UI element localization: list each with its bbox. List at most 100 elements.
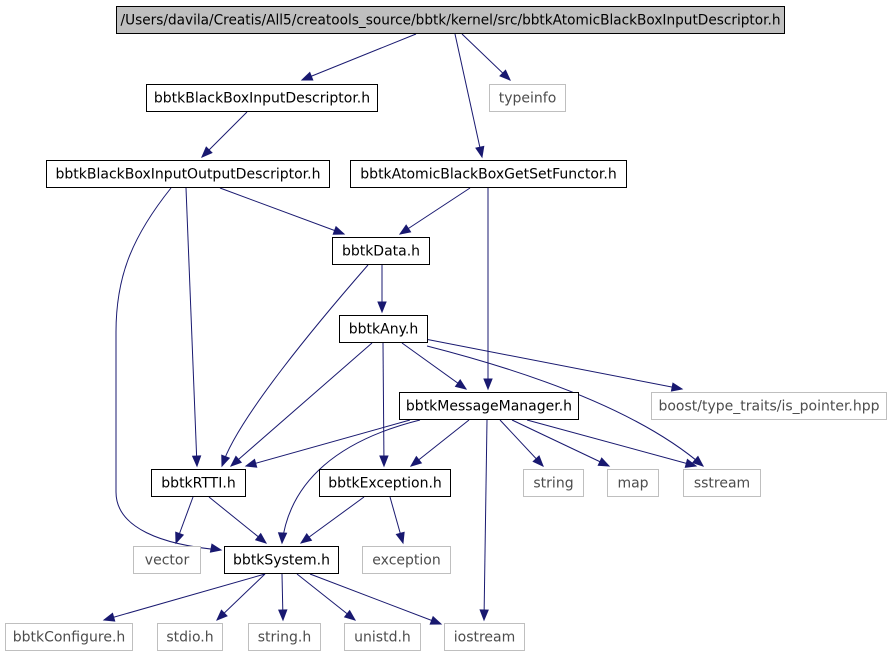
edge-line	[300, 496, 365, 544]
edge-arrowhead	[277, 532, 288, 545]
edge-arrowhead	[299, 532, 313, 544]
node-label: vector	[145, 553, 190, 569]
edge-line	[201, 111, 248, 158]
edge-arrowhead	[191, 455, 202, 468]
edge-arrowhead	[532, 455, 544, 467]
edges-layer	[102, 33, 705, 625]
edge-arrowhead	[216, 609, 228, 621]
node-exception: exception	[362, 546, 451, 574]
edge-line	[103, 573, 266, 621]
node-agsf[interactable]: bbtkAtomicBlackBoxGetSetFunctor.h	[350, 160, 627, 188]
edge-rtti-to-vector	[175, 496, 194, 545]
node-box	[350, 160, 627, 188]
edge-arrowhead	[175, 531, 185, 545]
node-conf: bbtkConfigure.h	[5, 623, 133, 651]
edge-root-to-agsf	[454, 33, 485, 159]
edge-line	[401, 342, 467, 390]
node-box	[46, 160, 330, 188]
node-label: bbtkBlackBoxInputOutputDescriptor.h	[56, 167, 321, 183]
edge-exc-to-sys	[299, 496, 365, 544]
edge-sys-to-conf	[102, 573, 266, 622]
node-label: string.h	[258, 630, 312, 646]
edge-agsf-to-msg	[483, 188, 493, 391]
edge-data-to-any	[377, 265, 387, 314]
node-string: string	[523, 469, 584, 497]
node-exc[interactable]: bbtkException.h	[319, 469, 451, 497]
node-label: /Users/davila/Creatis/All5/creatools_sou…	[121, 13, 781, 29]
node-label: unistd.h	[354, 630, 411, 646]
edge-root-to-typeinfo	[461, 33, 511, 81]
node-boost: boost/type_traits/is_pointer.hpp	[651, 392, 887, 420]
node-label: bbtkException.h	[328, 476, 442, 492]
edge-biod-to-rtti	[185, 187, 202, 468]
node-label: stdio.h	[166, 630, 213, 646]
edge-arrowhead	[483, 378, 493, 391]
edge-line	[511, 419, 610, 467]
edge-arrowhead	[332, 225, 346, 235]
edge-msg-to-map	[511, 419, 611, 467]
node-map: map	[607, 469, 659, 497]
node-box	[157, 623, 223, 651]
edge-arrowhead	[691, 455, 705, 467]
edge-line	[230, 342, 373, 467]
edge-line	[115, 187, 222, 551]
node-box	[444, 623, 525, 651]
node-iostream: iostream	[444, 623, 525, 651]
edge-arrowhead	[475, 145, 485, 159]
edge-sys-to-iostream	[309, 573, 443, 625]
node-box	[651, 392, 887, 420]
edge-arrowhead	[684, 458, 698, 468]
node-data[interactable]: bbtkData.h	[332, 237, 430, 265]
edge-line	[526, 419, 697, 467]
node-box	[319, 469, 451, 497]
edge-arrowhead	[379, 455, 389, 468]
edge-arrowhead	[670, 382, 684, 392]
edge-arrowhead	[201, 146, 213, 158]
edge-line	[208, 496, 267, 544]
node-label: iostream	[454, 630, 516, 646]
node-typeinfo: typeinfo	[489, 84, 566, 112]
node-rtti[interactable]: bbtkRTTI.h	[151, 469, 246, 497]
node-label: bbtkData.h	[342, 244, 420, 260]
node-bbid[interactable]: bbtkBlackBoxInputDescriptor.h	[146, 84, 378, 112]
node-biod[interactable]: bbtkBlackBoxInputOutputDescriptor.h	[46, 160, 330, 188]
node-sys[interactable]: bbtkSystem.h	[224, 546, 339, 574]
node-sstream: sstream	[683, 469, 761, 497]
edge-line	[301, 33, 417, 81]
edge-any-to-exc	[379, 342, 389, 468]
node-any[interactable]: bbtkAny.h	[339, 315, 428, 343]
node-box	[146, 84, 378, 112]
node-label: exception	[372, 553, 440, 569]
edge-line	[461, 33, 511, 81]
node-label: bbtkAny.h	[349, 322, 418, 338]
node-box	[248, 623, 321, 651]
edge-any-to-boost	[424, 338, 684, 392]
edge-arrowhead	[244, 458, 258, 468]
node-box	[339, 315, 428, 343]
node-box	[489, 84, 566, 112]
edge-arrowhead	[209, 543, 223, 553]
node-label: bbtkBlackBoxInputDescriptor.h	[154, 91, 370, 107]
edge-sys-to-unistd	[296, 573, 357, 621]
node-msg[interactable]: bbtkMessageManager.h	[399, 392, 579, 420]
node-stringh: string.h	[248, 623, 321, 651]
edge-line	[426, 345, 704, 467]
edge-sys-to-stdio	[216, 573, 266, 621]
edge-biod-to-sys	[115, 187, 223, 553]
edge-line	[245, 419, 411, 467]
nodes-layer: /Users/davila/Creatis/All5/creatools_sou…	[5, 6, 887, 651]
node-box	[344, 623, 421, 651]
edge-msg-to-rtti	[244, 419, 411, 468]
edge-line	[410, 419, 470, 467]
edge-line	[399, 187, 471, 235]
edge-bbid-to-biod	[201, 111, 248, 158]
node-label: boost/type_traits/is_pointer.hpp	[658, 399, 879, 415]
edge-line	[309, 573, 442, 625]
node-label: typeinfo	[499, 91, 557, 107]
edge-arrowhead	[597, 457, 611, 467]
edge-msg-to-iostream	[479, 419, 489, 622]
node-label: bbtkSystem.h	[233, 553, 330, 569]
node-box	[523, 469, 584, 497]
edge-line	[382, 342, 385, 467]
